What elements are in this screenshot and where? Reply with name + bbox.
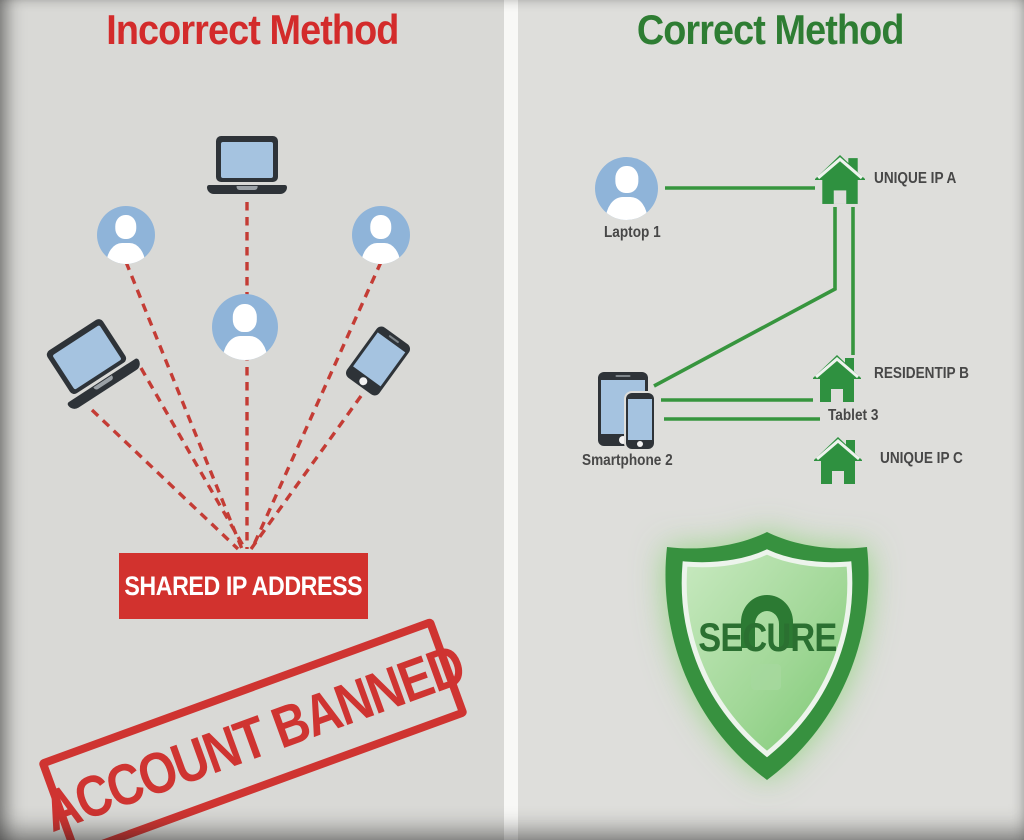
user-icon <box>212 294 278 360</box>
incorrect-method-panel: Incorrect Method <box>0 0 505 840</box>
user-icon <box>595 157 658 220</box>
laptop1-label: Laptop 1 <box>603 224 661 241</box>
unique-ip-a-label: UNIQUE IP A <box>874 170 957 187</box>
smartphone-tilted-icon <box>343 324 413 398</box>
shared-ip-address-label: SHARED IP ADDRESS <box>124 570 363 601</box>
house-icon <box>814 437 862 484</box>
secure-label: SECURE <box>697 616 837 660</box>
house-icon <box>815 155 865 204</box>
unique-ip-c-label: UNIQUE IP C <box>880 450 963 467</box>
tablet-icon <box>626 393 654 449</box>
incorrect-method-title-text: Incorrect Method <box>106 6 399 53</box>
panel-divider <box>504 0 518 840</box>
shared-ip-address-box: SHARED IP ADDRESS <box>119 553 368 619</box>
account-banned-stamp: ACCOUNT BANNED <box>34 617 472 840</box>
smartphone-tablet-group <box>598 372 658 454</box>
shield-icon: SECURE <box>655 526 879 786</box>
incorrect-method-title: Incorrect Method <box>0 6 505 54</box>
correct-method-panel: Correct Method Laptop 1 UNIQUE IP A <box>517 0 1024 840</box>
laptop-base <box>207 185 287 194</box>
laptop-tilted-icon <box>37 312 143 412</box>
account-banned-stamp-text: ACCOUNT BANNED <box>34 631 472 840</box>
user-icon <box>352 206 410 264</box>
house-icon <box>813 355 861 402</box>
lock-icon <box>741 595 793 690</box>
user-icon <box>97 206 155 264</box>
resident-ip-b-label: RESIDENTIP B <box>874 365 969 382</box>
correct-method-title: Correct Method <box>517 6 1024 54</box>
smartphone2-label: Smartphone 2 <box>581 452 673 469</box>
tablet3-label: Tablet 3 <box>828 407 879 424</box>
laptop-screen <box>215 136 279 183</box>
shield-graphic <box>665 532 869 780</box>
laptop-icon <box>207 136 287 194</box>
correct-method-title-text: Correct Method <box>637 6 905 53</box>
